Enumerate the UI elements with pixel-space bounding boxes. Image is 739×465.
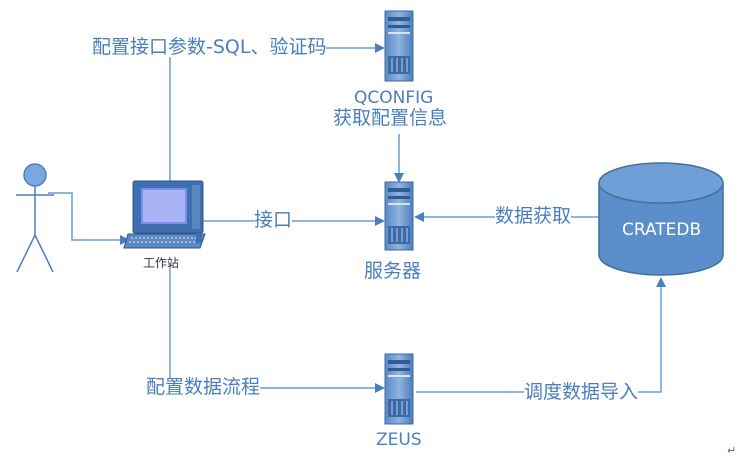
config-interface-label: 配置接口参数-SQL、验证码 xyxy=(92,36,327,58)
data-fetch-label: 数据获取 xyxy=(495,205,572,227)
line-zeus-to-cratedb xyxy=(416,277,666,393)
workstation-label: 工作站 xyxy=(143,256,180,270)
zeus-label: ZEUS xyxy=(376,430,422,450)
main-server-icon xyxy=(384,181,414,251)
zeus-server-icon xyxy=(384,353,414,425)
interface-label: 接口 xyxy=(254,209,293,231)
user-icon xyxy=(16,163,54,273)
schedule-import-label: 调度数据导入 xyxy=(524,381,639,403)
server-label: 服务器 xyxy=(364,260,422,282)
paragraph-mark-icon: ↵ xyxy=(727,444,737,457)
get-config-label: 获取配置信息 xyxy=(333,107,448,129)
cratedb-database-icon xyxy=(598,162,724,276)
config-flow-label: 配置数据流程 xyxy=(146,376,261,398)
line-user-to-workstation xyxy=(48,192,130,245)
qconfig-label: QCONFIG xyxy=(354,88,434,108)
cratedb-label: CRATEDB xyxy=(622,220,702,240)
workstation-icon xyxy=(123,180,206,249)
qconfig-server-icon xyxy=(384,10,414,82)
